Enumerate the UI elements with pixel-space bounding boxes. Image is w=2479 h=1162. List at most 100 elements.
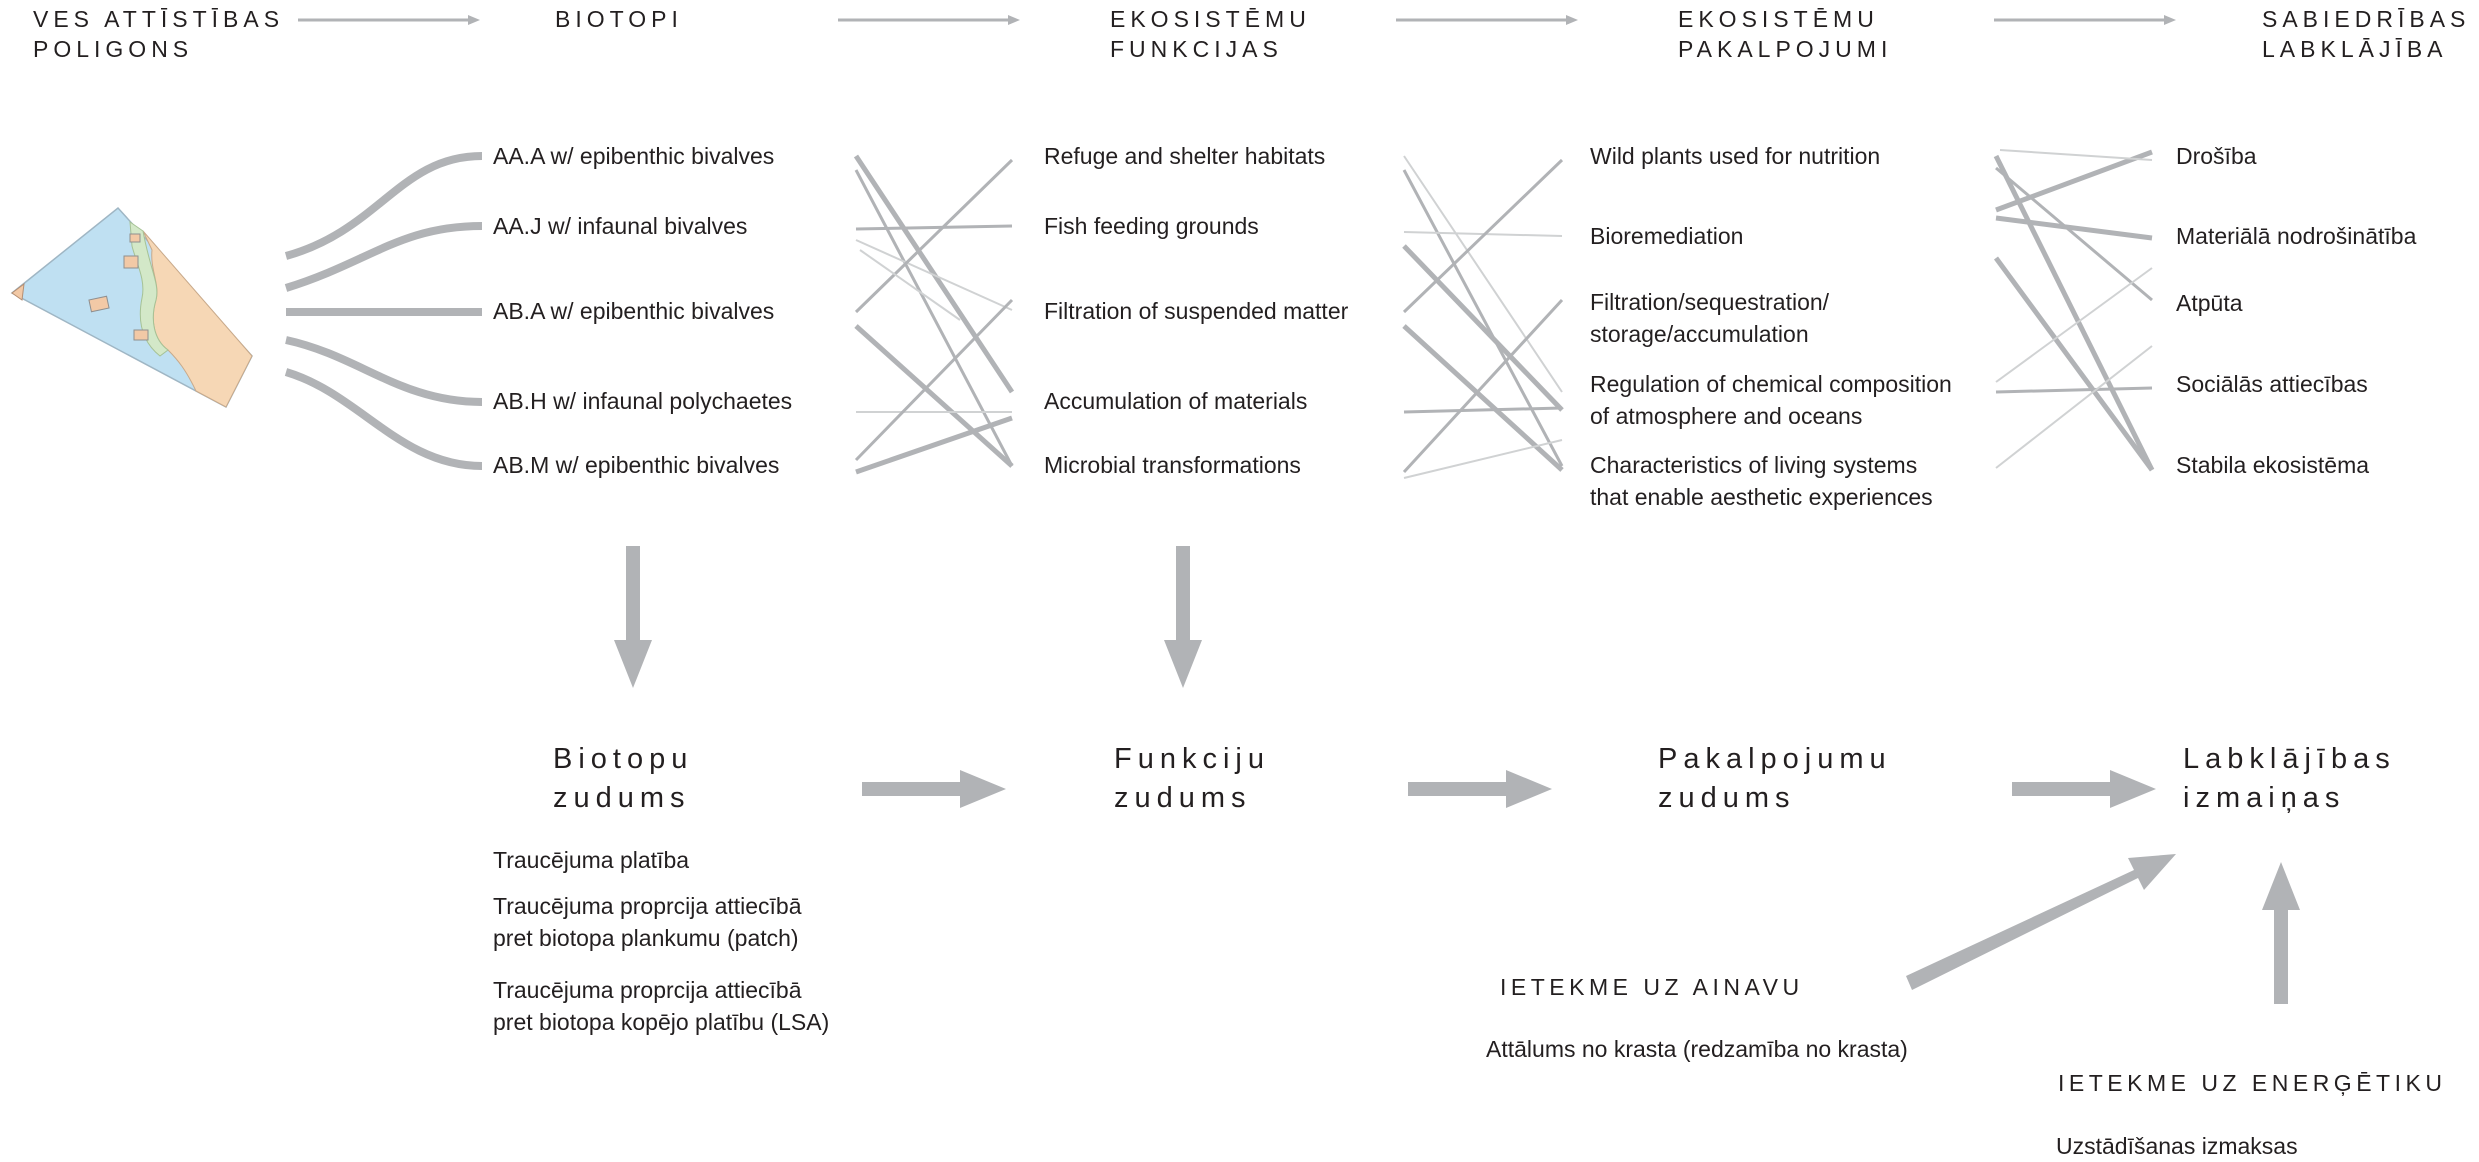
service-loss-line-1: Pakalpojumu bbox=[1658, 743, 1892, 775]
header-biotopes-line-1: BIOTOPI bbox=[555, 6, 683, 32]
map-green-strip bbox=[129, 220, 169, 357]
function-loss-title: Funkciju zudums bbox=[1114, 740, 1270, 818]
header-functions-line-2: FUNKCIJAS bbox=[1110, 36, 1283, 62]
map-patch-3 bbox=[123, 255, 139, 269]
header-polygon-line-1: VES ATTĪSTĪBAS bbox=[33, 6, 285, 32]
bf-link bbox=[855, 239, 1013, 311]
service-item: Regulation of chemical composition of at… bbox=[1590, 368, 1952, 432]
map-patch-2 bbox=[88, 295, 110, 313]
header-services-line-2: PAKALPOJUMI bbox=[1678, 36, 1893, 62]
bf-link bbox=[854, 169, 1014, 467]
sw-link bbox=[1995, 345, 2153, 469]
disturbance-area-note: Traucējuma platība bbox=[493, 844, 689, 876]
welfare-item: Stabila ekosistēma bbox=[2176, 452, 2370, 478]
header-functions: EKOSISTĒMU FUNKCIJAS bbox=[1110, 4, 1311, 64]
service-loss-line-2: zudums bbox=[1658, 782, 1796, 814]
map-patch-1 bbox=[11, 282, 25, 301]
header-welfare: SABIEDRĪBAS LABKLĀJĪBA bbox=[2262, 4, 2470, 64]
map-patch-5 bbox=[129, 233, 141, 243]
fs-link bbox=[1403, 439, 1563, 479]
sw-link bbox=[1995, 267, 2153, 383]
header-arrow-4-head bbox=[2164, 15, 2176, 25]
arrow-down-functions bbox=[1164, 546, 1202, 688]
header-services: EKOSISTĒMU PAKALPOJUMI bbox=[1678, 4, 1892, 64]
biotope-item: AB.H w/ infaunal polychaetes bbox=[493, 388, 793, 414]
sw-link bbox=[1995, 149, 2153, 213]
biotope-item: AB.A w/ epibenthic bivalves bbox=[493, 298, 775, 324]
arrow-up-energy bbox=[2262, 862, 2300, 1004]
header-polygon-line-2: POLIGONS bbox=[33, 36, 194, 62]
energy-impact-note: Uzstādīšanas izmaksas bbox=[2056, 1133, 2298, 1159]
service-item-line: Characteristics of living systems bbox=[1590, 452, 1918, 478]
fs-link bbox=[1402, 298, 1564, 474]
function-service-links bbox=[1402, 155, 1564, 479]
disturbance-lsa-note: Traucējuma proprcija attiecībā pret biot… bbox=[493, 974, 829, 1038]
development-polygon-map bbox=[10, 206, 253, 409]
note-line: Traucējuma proprcija attiecībā bbox=[493, 977, 802, 1003]
welfare-change-line-2: izmaiņas bbox=[2183, 782, 2346, 814]
header-biotopes: BIOTOPI bbox=[555, 4, 683, 34]
service-item-line: storage/accumulation bbox=[1590, 321, 1809, 347]
map-link-1 bbox=[284, 152, 483, 260]
map-link-4 bbox=[285, 336, 483, 406]
disturbance-patch-note: Traucējuma proprcija attiecībā pret biot… bbox=[493, 890, 802, 954]
header-functions-line-1: EKOSISTĒMU bbox=[1110, 6, 1311, 32]
note-line: Traucējuma platība bbox=[493, 847, 690, 873]
bf-link bbox=[854, 158, 1014, 314]
biotope-item: AB.M w/ epibenthic bivalves bbox=[493, 452, 780, 478]
header-welfare-line-2: LABKLĀJĪBA bbox=[2262, 36, 2448, 62]
function-item: Filtration of suspended matter bbox=[1044, 298, 1349, 324]
map-patch-4 bbox=[133, 329, 149, 341]
service-item-line: Filtration/sequestration/ bbox=[1590, 289, 1830, 315]
welfare-item: Sociālās attiecības bbox=[2176, 371, 2368, 397]
bf-link bbox=[855, 415, 1013, 475]
header-arrows bbox=[298, 15, 2176, 25]
service-item-line: that enable aesthetic experiences bbox=[1590, 484, 1933, 510]
function-item: Accumulation of materials bbox=[1044, 388, 1308, 414]
service-item: Filtration/sequestration/ storage/accumu… bbox=[1590, 286, 1829, 350]
sw-link bbox=[1993, 154, 2155, 472]
biotope-item: AA.A w/ epibenthic bivalves bbox=[493, 143, 775, 169]
flow-arrows bbox=[614, 546, 2300, 1004]
map-to-biotope-links bbox=[284, 152, 483, 470]
sw-link bbox=[1995, 386, 2153, 394]
map-link-5 bbox=[284, 368, 483, 470]
bf-link bbox=[854, 298, 1014, 462]
arrow-diagonal-landscape bbox=[1906, 854, 2176, 990]
fs-link bbox=[1403, 155, 1563, 393]
biotope-item: AA.J w/ infaunal bivalves bbox=[493, 213, 748, 239]
welfare-item: Atpūta bbox=[2176, 290, 2243, 316]
energy-impact-title: IETEKME UZ ENERĢĒTIKU bbox=[2058, 1070, 2447, 1096]
note-line: pret biotopa kopējo platību (LSA) bbox=[493, 1009, 830, 1035]
bf-link bbox=[859, 249, 961, 321]
arrow-right-3 bbox=[2012, 770, 2156, 808]
function-loss-line-2: zudums bbox=[1114, 782, 1252, 814]
header-welfare-line-1: SABIEDRĪBAS bbox=[2262, 6, 2471, 32]
fs-link bbox=[1402, 158, 1564, 314]
fs-link bbox=[1403, 406, 1563, 414]
biotope-function-links bbox=[853, 154, 1015, 475]
landscape-impact-title: IETEKME UZ AINAVU bbox=[1500, 974, 1804, 1000]
service-item-line: Wild plants used for nutrition bbox=[1590, 143, 1881, 169]
header-arrow-2-head bbox=[1008, 15, 1020, 25]
bf-link bbox=[854, 324, 1014, 468]
welfare-item: Materiālā nodrošinātība bbox=[2176, 223, 2417, 249]
note-line: pret biotopa plankumu (patch) bbox=[493, 925, 799, 951]
sw-link bbox=[1993, 256, 2155, 472]
fs-link bbox=[1402, 244, 1564, 412]
arrow-right-2 bbox=[1408, 770, 1552, 808]
service-item: Wild plants used for nutrition bbox=[1590, 140, 1880, 172]
map-link-2 bbox=[284, 222, 483, 292]
welfare-change-line-1: Labklājības bbox=[2183, 743, 2396, 775]
service-loss-title: Pakalpojumu zudums bbox=[1658, 740, 1892, 818]
landscape-impact-note: Attālums no krasta (redzamība no krasta) bbox=[1486, 1036, 1908, 1062]
service-item-line: Bioremediation bbox=[1590, 223, 1744, 249]
function-item: Refuge and shelter habitats bbox=[1044, 143, 1326, 169]
service-welfare-links bbox=[1993, 149, 2155, 472]
header-arrow-1-head bbox=[468, 15, 480, 25]
map-land-area bbox=[142, 230, 253, 408]
sw-link bbox=[1995, 215, 2153, 241]
biotope-loss-line-1: Biotopu bbox=[553, 743, 694, 775]
welfare-change-title: Labklājības izmaiņas bbox=[2183, 740, 2396, 818]
